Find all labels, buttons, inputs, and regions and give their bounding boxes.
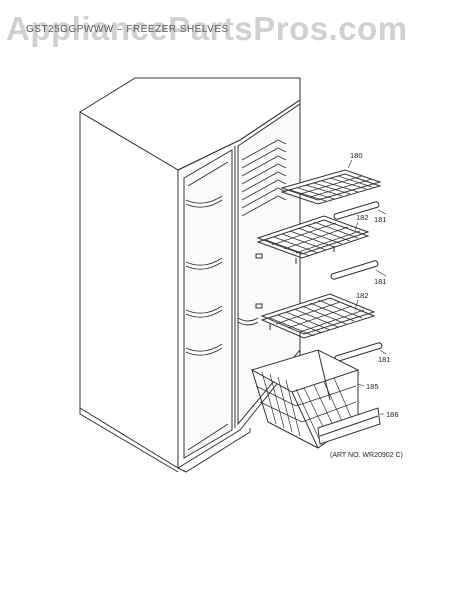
leader-lines [347, 159, 387, 415]
watermark: AppliancePartsPros.com [6, 10, 408, 47]
art-number: (ART NO. WR20902 C) [330, 452, 403, 459]
freezer-basket [250, 349, 381, 449]
callout-180: 180 [350, 151, 363, 160]
callout-186: 186 [386, 410, 399, 419]
freezer-shelf-lower [260, 293, 383, 362]
freezer-shelf-middle [256, 215, 379, 280]
callout-182-lower: 182 [356, 291, 369, 300]
callout-182-middle: 182 [356, 213, 369, 222]
diagram-title: GST25GGPWWW – FREEZER SHELVES [26, 24, 229, 35]
callout-181-middle: 181 [374, 277, 387, 286]
freezer-shelf-top [280, 169, 382, 220]
callout-181-top: 181 [374, 215, 387, 224]
refrigerator-cabinet [79, 77, 301, 473]
callout-181-lower: 181 [378, 355, 391, 364]
callout-185: 185 [366, 382, 379, 391]
